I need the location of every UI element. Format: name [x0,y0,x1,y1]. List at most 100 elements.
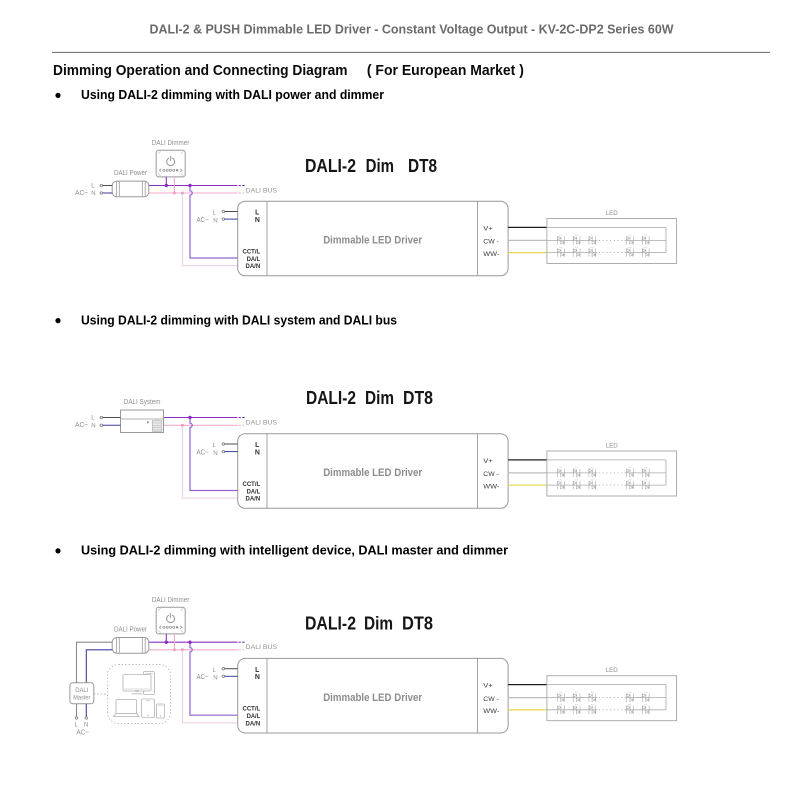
led-emission-tick [645,691,648,694]
led-emission-tick [559,234,561,236]
led-symbol [557,691,565,702]
led-symbol [626,479,634,490]
master-l-wire [75,641,113,683]
led-diode [626,480,631,485]
led-emission-tick [645,246,648,249]
phone-home-button [159,715,162,717]
indicator-dot [165,625,169,629]
driver-cct-terminal: CCT/L [243,481,261,488]
led-strip [546,684,667,715]
led-diode [588,693,593,698]
driver-n-terminal: N [255,674,260,681]
led-symbol [641,479,650,490]
n-label: N [84,721,89,728]
driver-cw-terminal: CW - [483,471,499,478]
led-emission-tick [645,467,648,469]
led-box [546,675,678,722]
led-symbol [588,467,597,478]
driver-cct-terminal: CCT/L [243,706,261,713]
led-emission-tick [630,234,632,236]
led-label: LED [606,210,618,217]
led-symbol [572,234,581,245]
led-symbol [557,234,565,245]
section-heading: Dimming Operation and Connecting Diagram [53,63,348,79]
led-emission-tick [590,467,592,469]
n-label: N [213,218,218,225]
led-emission-tick [590,479,592,481]
led-diode [576,697,580,702]
led-emission-tick [574,479,577,481]
led-diode [557,705,562,710]
dali-dimmer-label: DALI Dimmer [152,140,190,147]
led-driver-box [237,657,509,734]
led-symbol [626,467,634,478]
dimmer-corner-mark [157,630,161,634]
led-emission-tick [628,246,630,249]
led-symbol [588,479,597,490]
led-symbol [588,691,597,702]
led-label: LED [606,667,618,674]
led-emission-tick [644,234,646,236]
led-diode [557,468,562,473]
bullet-item: Using DALI-2 dimming with intelligent de… [55,544,508,558]
led-symbol [641,703,650,715]
page-header-group: DALI-2 & PUSH Dimmable LED Driver - Cons… [52,23,770,79]
junction-dot-purple [188,183,192,188]
terminal-circle [99,415,103,420]
led-emission-tick [630,703,632,706]
led-symbol [588,234,597,245]
led-emission-tick [576,234,579,236]
led-diode [560,697,565,702]
led-driver-box [237,433,509,509]
indicator-dot [165,168,169,172]
led-symbol [557,703,565,715]
junction-dot-pink [180,423,184,427]
led-diode [645,252,650,257]
led-diode [573,693,578,698]
ac-label: AC~ [75,190,88,197]
terminal-circle [99,183,103,188]
bullet-item: Using DALI-2 dimming with DALI system an… [55,313,397,327]
led-diode [629,485,634,490]
bullet-dot [55,92,61,98]
led-diode [591,709,596,715]
dimmer-corner-mark [180,173,184,177]
driver-vplus-terminal: V+ [483,683,493,690]
led-symbol [626,691,634,702]
led-diode [629,473,634,478]
l-label: L [91,183,95,190]
led-emission-tick [576,703,579,706]
led-emission-tick [590,234,592,236]
led-emission-tick [644,467,646,469]
led-diode [560,240,565,245]
led-diode [576,473,580,478]
dimmer-corner-mark [180,630,184,634]
led-symbol [626,246,634,257]
led-symbol [557,246,565,257]
dali-master-label: Master [73,695,91,702]
tablet-home-button [147,714,149,717]
led-emission-tick [590,703,592,706]
led-emission-tick [592,234,594,236]
led-emission-tick [576,691,579,694]
led-diode [573,248,578,253]
led-diode [557,480,562,485]
system-arrow-icon [147,420,150,424]
led-diode [591,697,596,702]
dali-master-box [69,682,95,705]
led-emission-tick [628,703,630,706]
led-diode [560,473,565,478]
driver-dal-terminal: DA/L [247,713,261,720]
l-label: L [75,721,79,728]
led-diode [560,252,565,257]
led-emission-tick [559,691,561,694]
bullet-text: Using DALI-2 dimming with intelligent de… [81,544,508,558]
led-emission-tick [592,246,594,249]
dimmer-corner-mark [180,150,184,155]
junction-dot-pink [180,191,184,195]
led-emission-tick [628,467,630,469]
diagram-title-word: DT8 [402,614,433,634]
dali-bus-label: DALI BUS [246,187,278,194]
led-diode [591,240,596,245]
